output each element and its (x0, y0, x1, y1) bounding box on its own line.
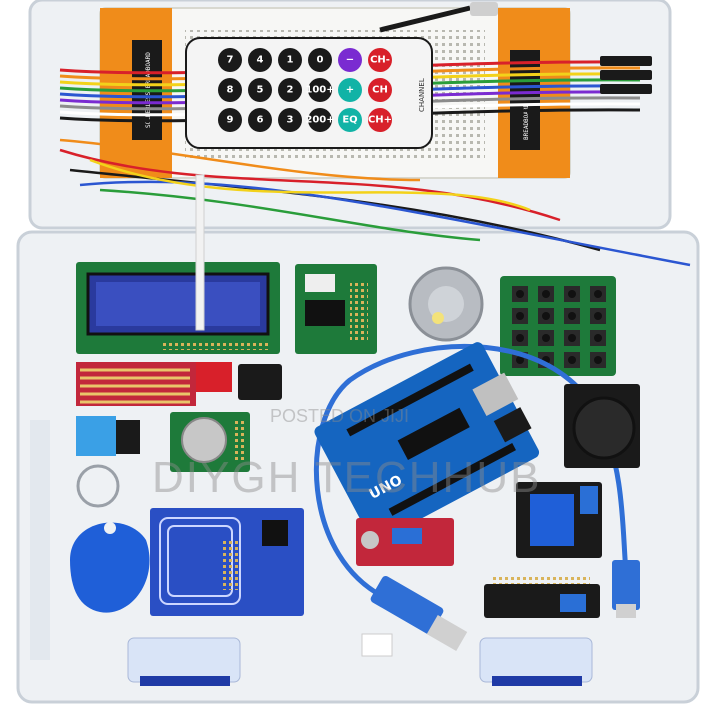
rain-sensor-board (76, 362, 232, 406)
remote-key-label: 2 (287, 85, 294, 96)
remote-key-label: 3 (287, 115, 294, 126)
usb-connector-a (370, 575, 468, 652)
usb-cable (313, 343, 633, 603)
remote-key (308, 108, 332, 132)
keypad-4x4-module (500, 276, 616, 376)
keypad-button-cap (542, 334, 550, 342)
keypad-button-cap (568, 290, 576, 298)
ir-remote-control: CHANNEL 7 4 1 0 − CH- 8 5 2 100+ + CH 9 6 3 200+ EQ CH+ (185, 37, 433, 149)
jumper-pin-headers (600, 56, 652, 94)
sound-sensor-module (356, 518, 454, 566)
remote-key-label: 1 (287, 55, 294, 66)
keypad-button-cap (516, 312, 524, 320)
remote-key-label: − (346, 55, 354, 66)
remote-key-label: 0 (317, 55, 324, 66)
remote-key-label: 4 (257, 55, 264, 66)
remote-key (368, 78, 392, 102)
keypad-button-cap (516, 290, 524, 298)
remote-key (308, 48, 332, 72)
cable-tie (195, 174, 205, 331)
stepper-motor (408, 266, 484, 342)
remote-key-label: 7 (227, 55, 234, 66)
remote-channel-label: CHANNEL (418, 78, 426, 112)
uln2003-driver-board (295, 264, 377, 354)
loose-jumper-wires (59, 5, 691, 267)
remote-key-label: + (346, 85, 354, 96)
dc-barrel-plug (470, 2, 498, 16)
remote-key (218, 108, 242, 132)
remote-key (218, 78, 242, 102)
joystick-module (564, 384, 640, 468)
remote-key (248, 78, 272, 102)
case-latch-right (479, 637, 593, 686)
keypad-button-cap (594, 312, 602, 320)
remote-key (248, 108, 272, 132)
remote-key (368, 48, 392, 72)
keypad-button-cap (516, 356, 524, 364)
rfid-key-fob (70, 464, 150, 613)
keypad-button-cap (594, 334, 602, 342)
remote-key (368, 108, 392, 132)
dht11-sensor (76, 416, 140, 456)
case-latch-left (127, 637, 241, 686)
keypad-button-cap (594, 290, 602, 298)
watermark-posted-on: POSTED ON JIJI (270, 406, 409, 426)
remote-key (278, 48, 302, 72)
remote-key (338, 48, 362, 72)
keypad-button-cap (568, 334, 576, 342)
remote-key-label: 100+ (305, 85, 334, 96)
rtc-module (170, 412, 250, 472)
keypad-button-cap (594, 356, 602, 364)
keypad-button-cap (568, 312, 576, 320)
remote-key (338, 78, 362, 102)
remote-key (278, 78, 302, 102)
usb-connector-b (612, 560, 640, 618)
remote-key-label: 8 (227, 85, 234, 96)
remote-key-label: 200+ (305, 115, 334, 126)
keypad-button-cap (542, 312, 550, 320)
remote-key-label: 5 (257, 85, 264, 96)
remote-key-label: 9 (227, 115, 234, 126)
remote-key (308, 78, 332, 102)
small-sensor-module (238, 364, 282, 400)
keypad-button-cap (542, 290, 550, 298)
breadboard-right-label: BREADBOARD (523, 103, 530, 140)
keypad-button-cap (568, 356, 576, 364)
watermark-brand: DIYGH TECHHUB (152, 453, 541, 502)
remote-key-label: EQ (342, 115, 357, 126)
remote-key (278, 108, 302, 132)
arduino-uno-board: UNO (314, 342, 540, 542)
case-divider (30, 420, 50, 660)
jst-connector (361, 633, 393, 657)
keypad-button-cap (516, 334, 524, 342)
remote-key-label: 6 (257, 115, 264, 126)
remote-key (338, 108, 362, 132)
rfid-rc522-board (150, 508, 304, 616)
relay-module (516, 482, 602, 558)
i2c-lcd-adapter (484, 576, 600, 618)
remote-key (218, 48, 242, 72)
remote-key (248, 48, 272, 72)
remote-key-label: CH (372, 85, 388, 96)
remote-key-label: CH+ (368, 115, 392, 126)
lcd-1602-module (76, 262, 280, 354)
remote-key-label: CH- (370, 55, 390, 66)
